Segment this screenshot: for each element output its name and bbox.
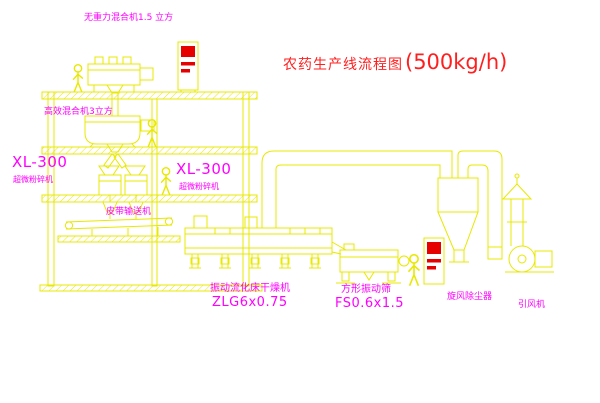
control-cabinet-top xyxy=(177,41,199,92)
label-belt-conveyor: 皮带输送机 xyxy=(106,207,152,217)
vibrating-screen-drawing xyxy=(336,243,410,284)
exhaust-stack-drawing xyxy=(501,173,533,246)
label-dryer-model: ZLG6x0.75 xyxy=(212,295,288,310)
induced-draft-fan-drawing xyxy=(487,245,554,273)
control-cabinet-bottom xyxy=(423,237,445,285)
label-high-efficiency-mixer: 高效混合机3立方 xyxy=(44,107,113,117)
label-cyclone: 旋风除尘器 xyxy=(447,292,493,302)
label-mill-right-name: 超微粉碎机 xyxy=(179,182,219,191)
exhaust-duct-drawing xyxy=(261,150,503,247)
label-mill-left-name: 超微粉碎机 xyxy=(13,175,53,184)
cyclone-drawing xyxy=(437,177,479,263)
label-screen-model: FS0.6x1.5 xyxy=(335,296,405,311)
person-icon xyxy=(160,166,172,196)
fluid-bed-dryer-drawing xyxy=(184,215,347,269)
person-icon xyxy=(72,63,84,93)
belt-conveyor-drawing xyxy=(57,217,181,243)
gravity-mixer-drawing xyxy=(87,56,154,116)
mill-right-drawing xyxy=(124,165,148,219)
diagram-title-text: 农药生产线流程图 xyxy=(283,57,403,73)
person-icon xyxy=(407,253,421,287)
label-fan: 引风机 xyxy=(518,300,546,310)
label-gravity-mixer: 无重力混合机1.5 立方 xyxy=(84,13,174,23)
building-structure xyxy=(39,91,263,292)
diagram-title-capacity: (500kg/h) xyxy=(405,50,508,74)
high-efficiency-mixer-drawing xyxy=(84,115,155,169)
diagram-title: 农药生产线流程图 (500kg/h) xyxy=(283,50,507,74)
label-mill-left-model: XL-300 xyxy=(12,153,68,171)
label-mill-right-model: XL-300 xyxy=(176,160,232,178)
label-screen-name: 方形振动筛 xyxy=(341,284,391,295)
label-dryer-name: 振动流化床干燥机 xyxy=(210,283,290,294)
mill-left-drawing xyxy=(98,165,122,219)
